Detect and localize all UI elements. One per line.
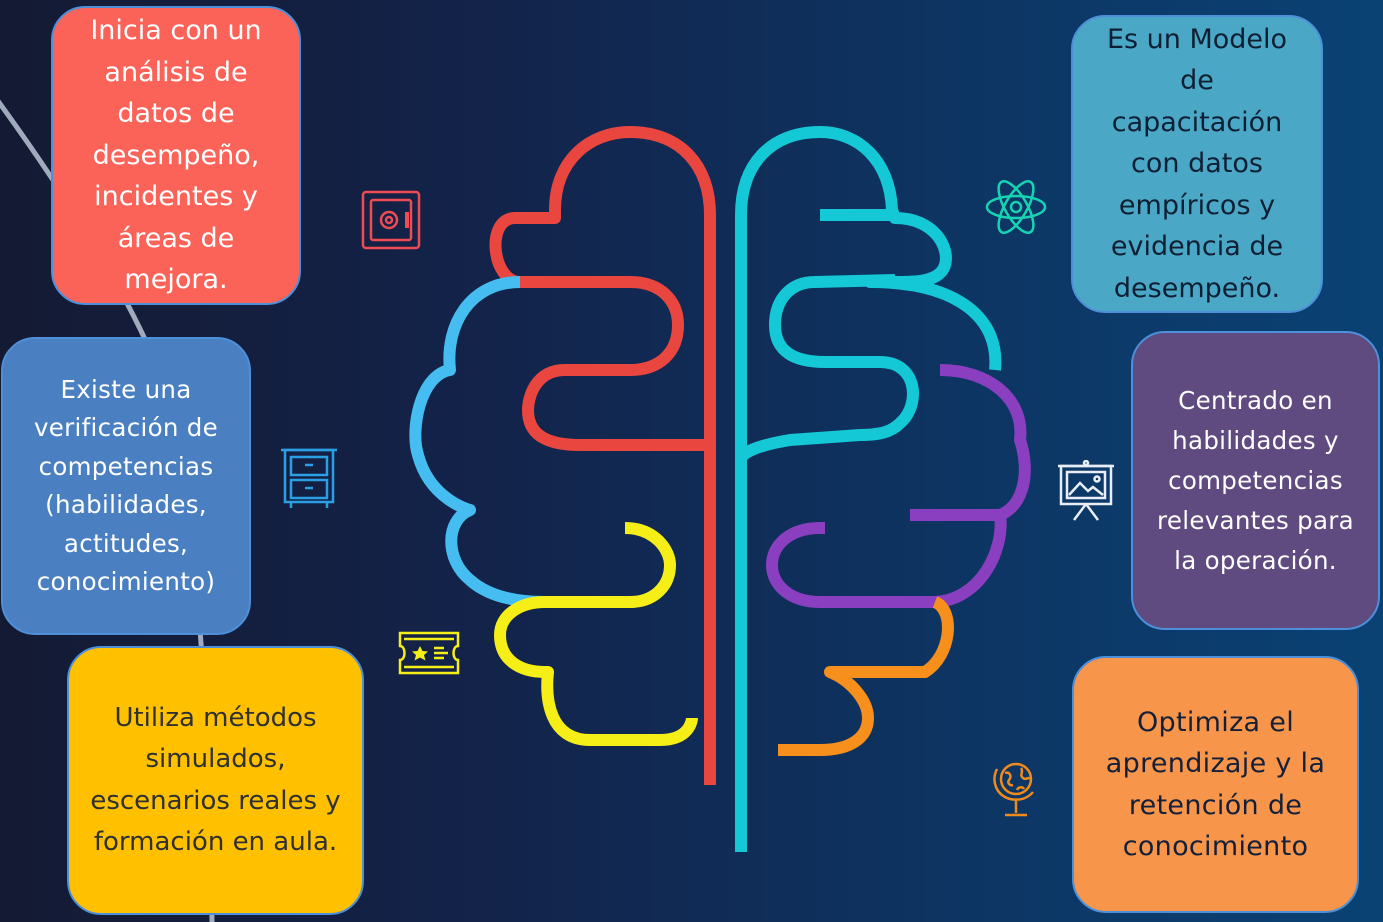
safe-icon [361,190,421,250]
centered-box: Centrado en habilidades y competencias r… [1131,331,1380,630]
ticket-icon [398,631,460,675]
verification-box: Existe una verificación de competencias … [1,337,251,635]
model-text: Es un Modelo de capacitación con datos e… [1106,23,1288,304]
model-box: Es un Modelo de capacitación con datos e… [1071,15,1323,313]
presentation-board-icon [1058,460,1114,521]
verification-text: Existe una verificación de competencias … [33,374,219,597]
centered-text: Centrado en habilidades y competencias r… [1157,385,1354,575]
optimize-text: Optimiza el aprendizaje y la retención d… [1105,706,1326,863]
analysis-text: Inicia con un análisis de datos de desem… [90,15,262,296]
optimize-box: Optimiza el aprendizaje y la retención d… [1072,656,1359,913]
atom-icon [985,180,1047,234]
methods-box: Utiliza métodos simulados, escenarios re… [67,646,364,915]
brain-right-orange [778,596,954,756]
brain-right-purple [766,364,1031,608]
brain-left-red [489,126,716,785]
globe-icon [993,762,1034,817]
brain-left-yellow [494,522,698,746]
cabinet-icon [281,448,337,508]
methods-text: Utiliza métodos simulados, escenarios re… [90,702,341,858]
brain-left-blue [409,276,546,608]
brain-right-cyan [735,126,1002,852]
analysis-box: Inicia con un análisis de datos de desem… [51,6,301,305]
